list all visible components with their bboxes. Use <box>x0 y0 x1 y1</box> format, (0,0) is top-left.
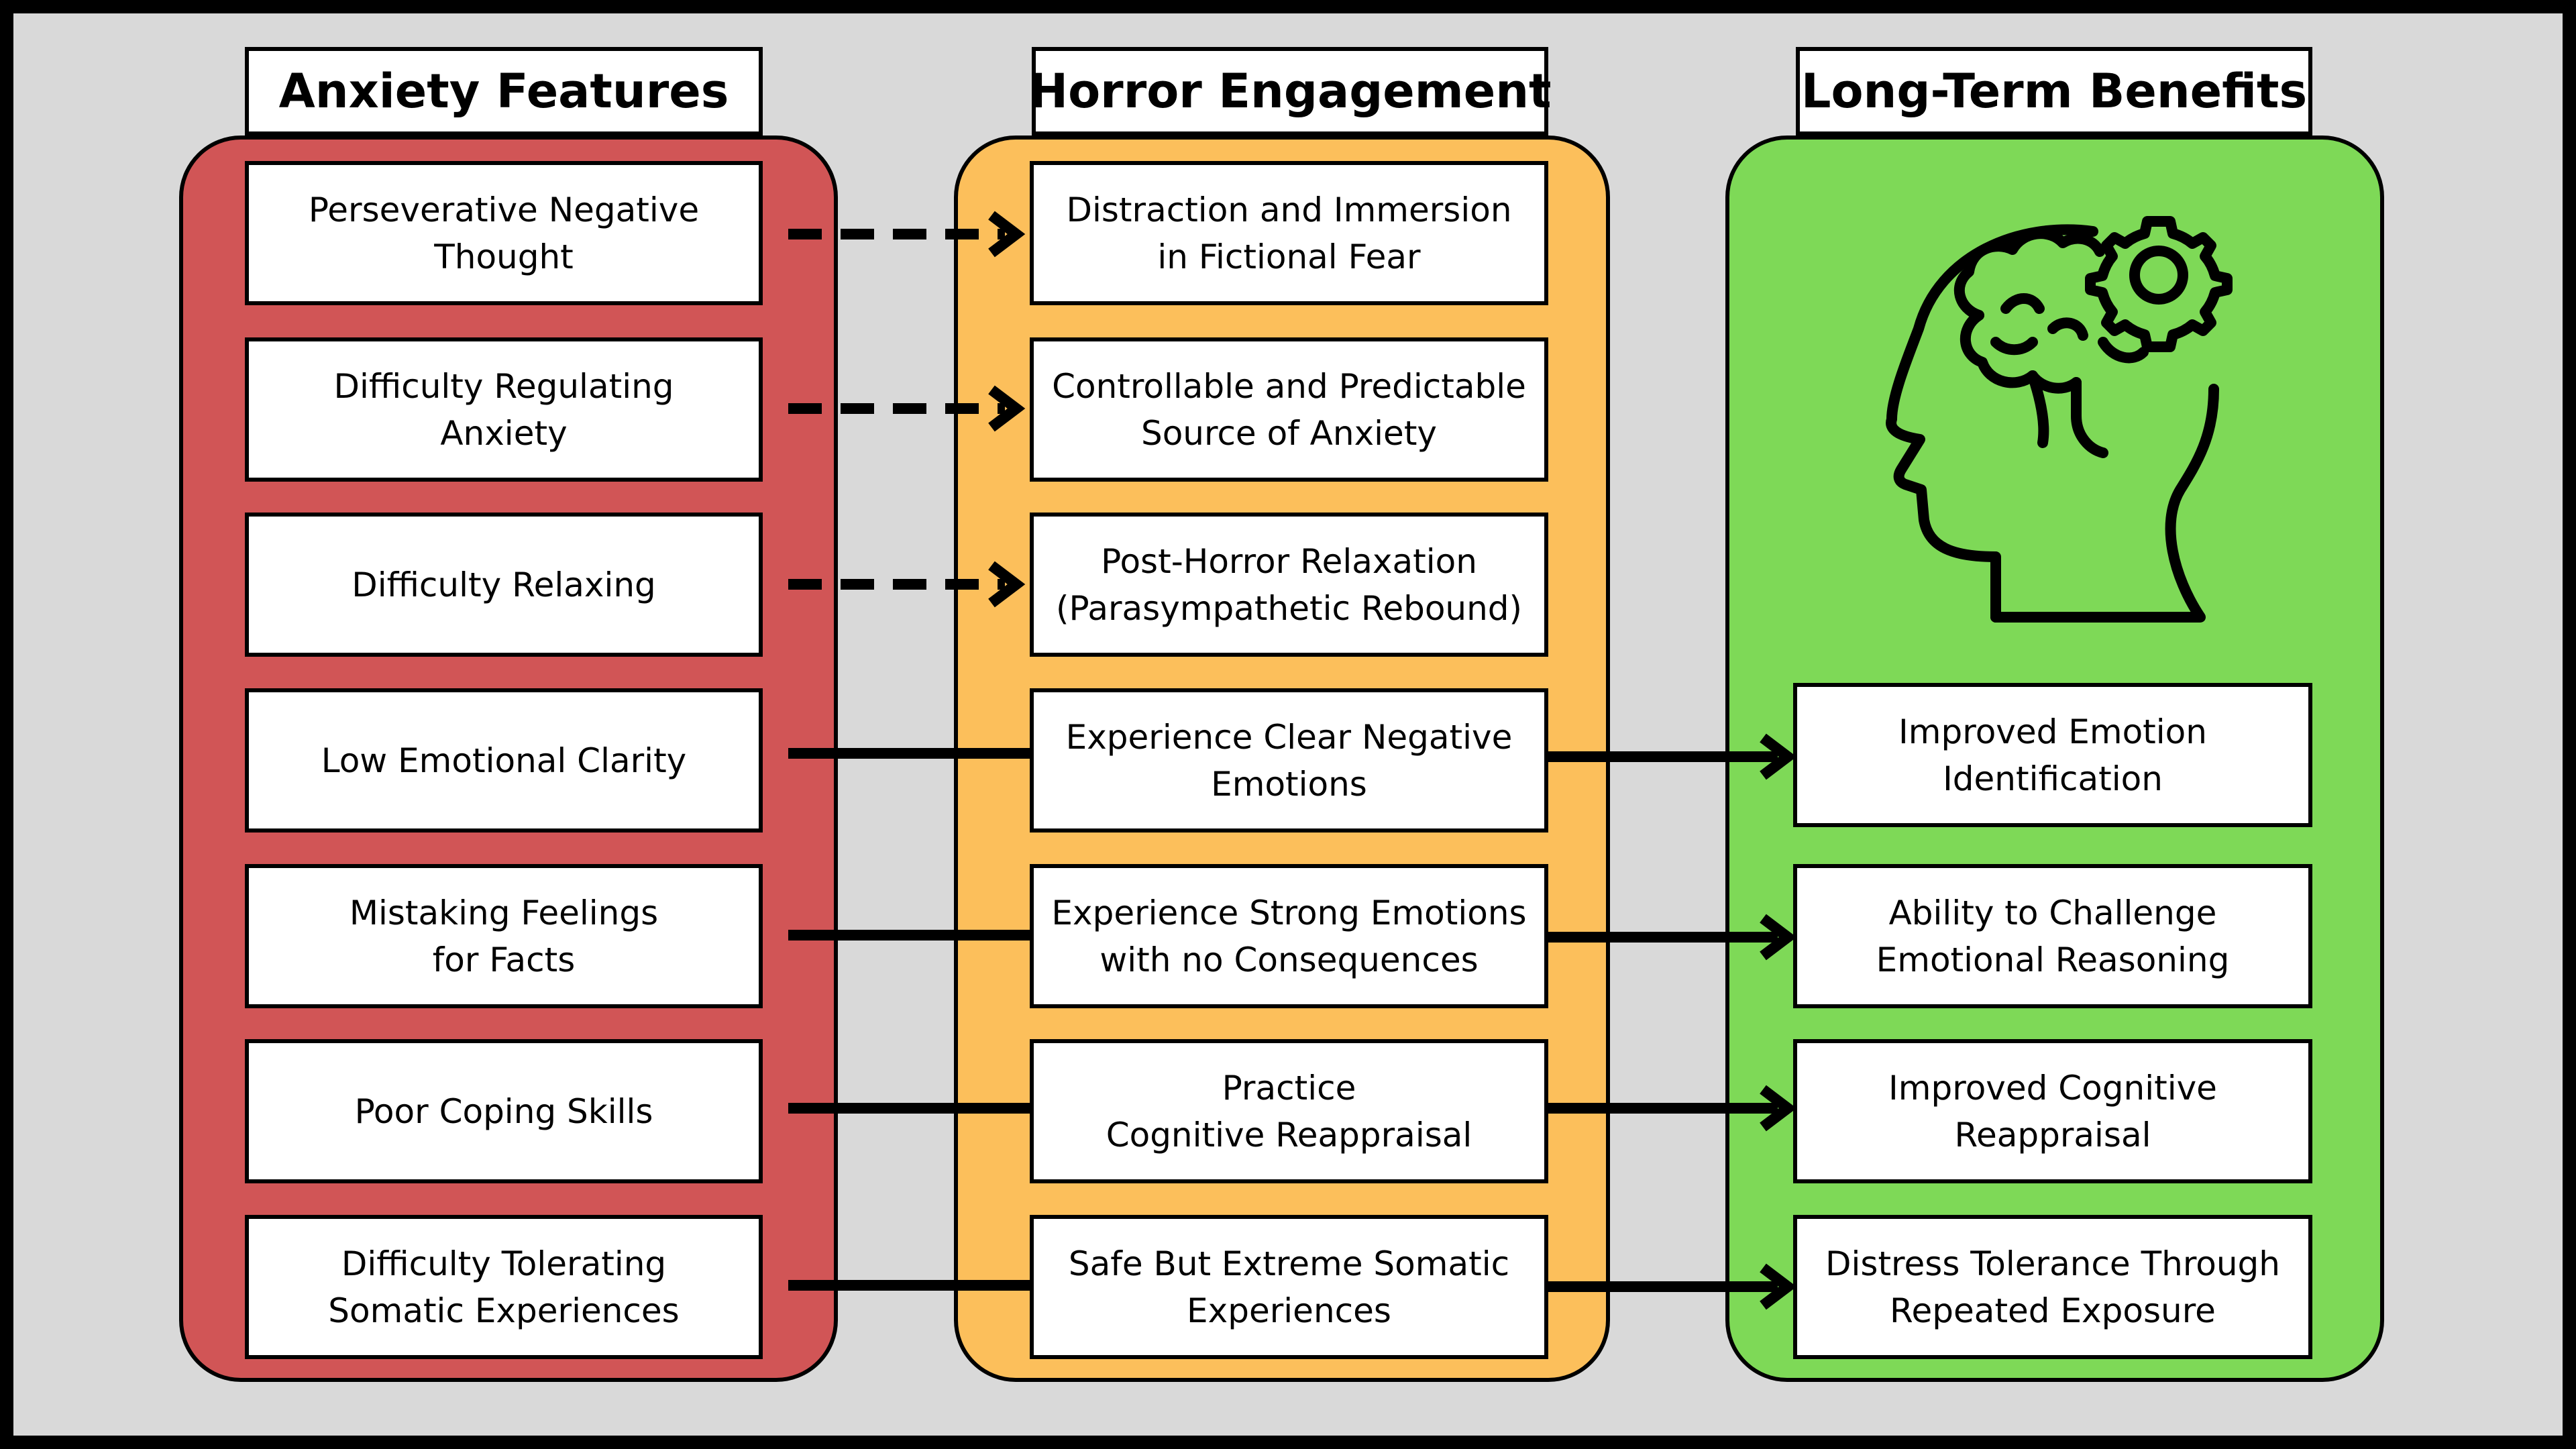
anxiety-item-5: Mistaking Feelings for Facts <box>245 864 763 1008</box>
anxiety-item-3: Difficulty Relaxing <box>245 513 763 657</box>
anxiety-features-header: Anxiety Features <box>245 47 763 136</box>
horror-item-2: Controllable and Predictable Source of A… <box>1030 337 1548 482</box>
dashed-arrow-2 <box>788 385 1026 432</box>
horror-item-5: Experience Strong Emotions with no Conse… <box>1030 864 1548 1008</box>
solid-arrow-1 <box>1543 733 1797 780</box>
benefit-item-2: Ability to Challenge Emotional Reasoning <box>1793 864 2312 1008</box>
solid-arrow-4 <box>1543 1263 1797 1310</box>
anxiety-item-4: Low Emotional Clarity <box>245 688 763 833</box>
benefit-item-3: Improved Cognitive Reappraisal <box>1793 1039 2312 1183</box>
horror-item-7: Safe But Extreme Somatic Experiences <box>1030 1215 1548 1359</box>
horror-item-3: Post-Horror Relaxation (Parasympathetic … <box>1030 513 1548 657</box>
long-term-benefits-title: Long-Term Benefits <box>1801 64 2308 119</box>
solid-arrow-3 <box>1543 1085 1797 1132</box>
anxiety-features-title: Anxiety Features <box>278 64 729 119</box>
dashed-arrow-1 <box>788 211 1026 258</box>
dashed-arrow-3 <box>788 561 1026 608</box>
anxiety-item-7: Difficulty Tolerating Somatic Experience… <box>245 1215 763 1359</box>
horror-item-6: Practice Cognitive Reappraisal <box>1030 1039 1548 1183</box>
anxiety-item-6: Poor Coping Skills <box>245 1039 763 1183</box>
head-with-brain-and-gear-icon <box>1886 216 2233 623</box>
benefit-item-1: Improved Emotion Identification <box>1793 683 2312 827</box>
horror-item-1: Distraction and Immersion in Fictional F… <box>1030 161 1548 305</box>
anxiety-item-2: Difficulty Regulating Anxiety <box>245 337 763 482</box>
horror-engagement-header: Horror Engagement <box>1029 47 1552 136</box>
solid-arrow-2 <box>1543 914 1797 961</box>
horror-item-4: Experience Clear Negative Emotions <box>1030 688 1548 833</box>
long-term-benefits-header: Long-Term Benefits <box>1796 47 2312 136</box>
horror-engagement-title: Horror Engagement <box>1028 64 1552 119</box>
anxiety-item-1: Perseverative Negative Thought <box>245 161 763 305</box>
benefit-item-4: Distress Tolerance Through Repeated Expo… <box>1793 1215 2312 1359</box>
